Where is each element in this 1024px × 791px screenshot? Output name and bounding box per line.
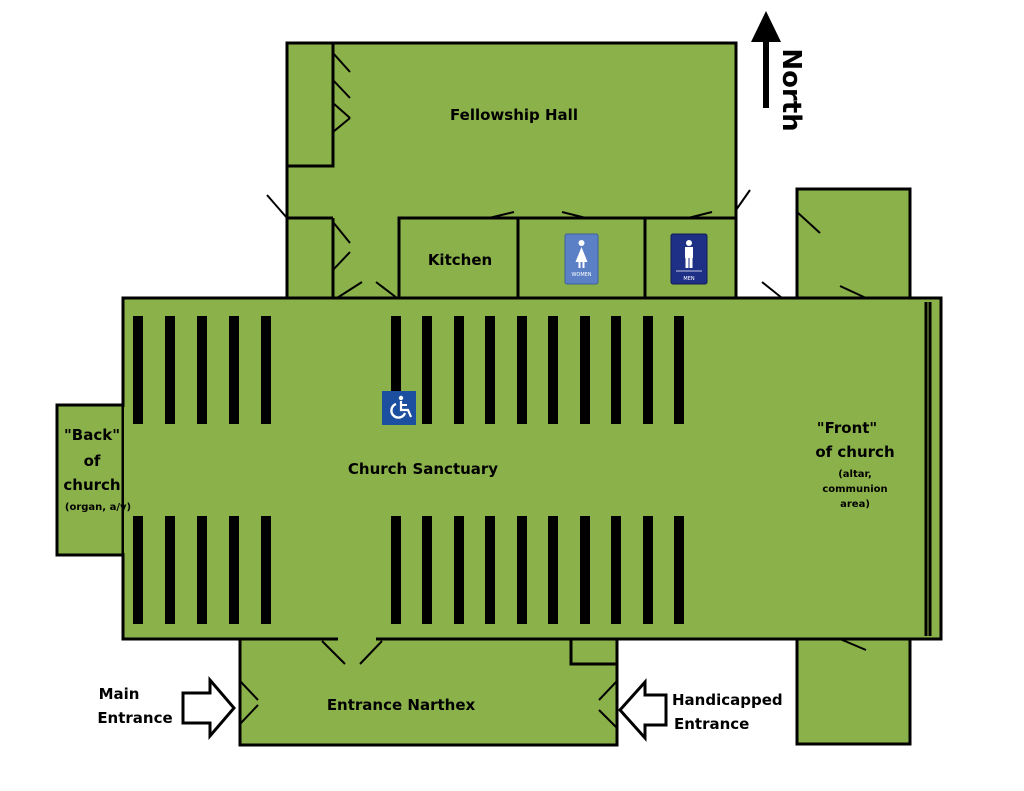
doors	[239, 52, 867, 729]
main-entrance-line1: Main	[99, 685, 140, 703]
north-arrow-icon	[751, 11, 781, 108]
pew	[165, 316, 175, 424]
pew	[133, 516, 143, 624]
fellowship-hall-room	[285, 41, 738, 300]
pew	[454, 316, 464, 424]
pew	[422, 516, 432, 624]
pew	[517, 516, 527, 624]
men-restroom-sign: MEN	[670, 233, 708, 285]
front-note-line3: area)	[840, 499, 870, 510]
fellowship-hall-label: Fellowship Hall	[450, 106, 578, 124]
handicapped-entrance-line1: Handicapped	[672, 691, 783, 709]
pew	[674, 316, 684, 424]
pew	[580, 316, 590, 424]
pew	[643, 316, 653, 424]
men-sign-label: MEN	[683, 276, 694, 282]
front-note-line1: (altar,	[838, 469, 872, 480]
back-label-line1: "Back"	[64, 426, 120, 444]
pew	[517, 316, 527, 424]
east-annex-north	[795, 187, 912, 303]
man-icon	[685, 240, 693, 268]
pew	[611, 316, 621, 424]
back-note: (organ, a/v)	[65, 502, 131, 513]
wheelchair-icon	[382, 391, 416, 425]
north-label: North	[776, 48, 806, 131]
main-entrance-arrow-icon	[181, 675, 236, 741]
pew	[261, 316, 271, 424]
pew	[454, 516, 464, 624]
pew	[548, 516, 558, 624]
pew	[422, 316, 432, 424]
pew	[611, 516, 621, 624]
main-entrance-line2: Entrance	[97, 709, 172, 727]
narthex-label: Entrance Narthex	[327, 696, 476, 714]
interior-walls	[287, 43, 932, 666]
women-sign-label: WOMEN	[571, 272, 591, 278]
pew	[674, 516, 684, 624]
back-label-line2: of	[84, 452, 101, 470]
pew	[485, 316, 495, 424]
pew	[261, 516, 271, 624]
pews	[133, 316, 684, 624]
pew	[643, 516, 653, 624]
pew	[580, 516, 590, 624]
handicapped-entrance-arrow-icon	[617, 678, 668, 742]
handicapped-entrance-line2: Entrance	[674, 715, 749, 733]
back-alcove	[55, 403, 129, 557]
pew	[391, 316, 401, 424]
front-label-line1: "Front"	[817, 419, 877, 437]
front-note-line2: communion	[822, 484, 887, 495]
sanctuary-room	[121, 296, 943, 641]
pew	[391, 516, 401, 624]
back-label-line3: church	[63, 476, 120, 494]
pew	[229, 316, 239, 424]
front-label-line2: of church	[815, 443, 894, 461]
woman-icon	[575, 240, 588, 268]
pew	[165, 516, 175, 624]
pew	[197, 316, 207, 424]
pew	[229, 516, 239, 624]
east-annex-south	[795, 635, 912, 746]
pew	[485, 516, 495, 624]
pew	[133, 316, 143, 424]
women-restroom-sign: WOMEN	[564, 233, 599, 285]
sanctuary-label: Church Sanctuary	[348, 460, 498, 478]
pew	[548, 316, 558, 424]
narthex-room	[238, 637, 619, 747]
kitchen-label: Kitchen	[428, 251, 492, 269]
pew	[197, 516, 207, 624]
